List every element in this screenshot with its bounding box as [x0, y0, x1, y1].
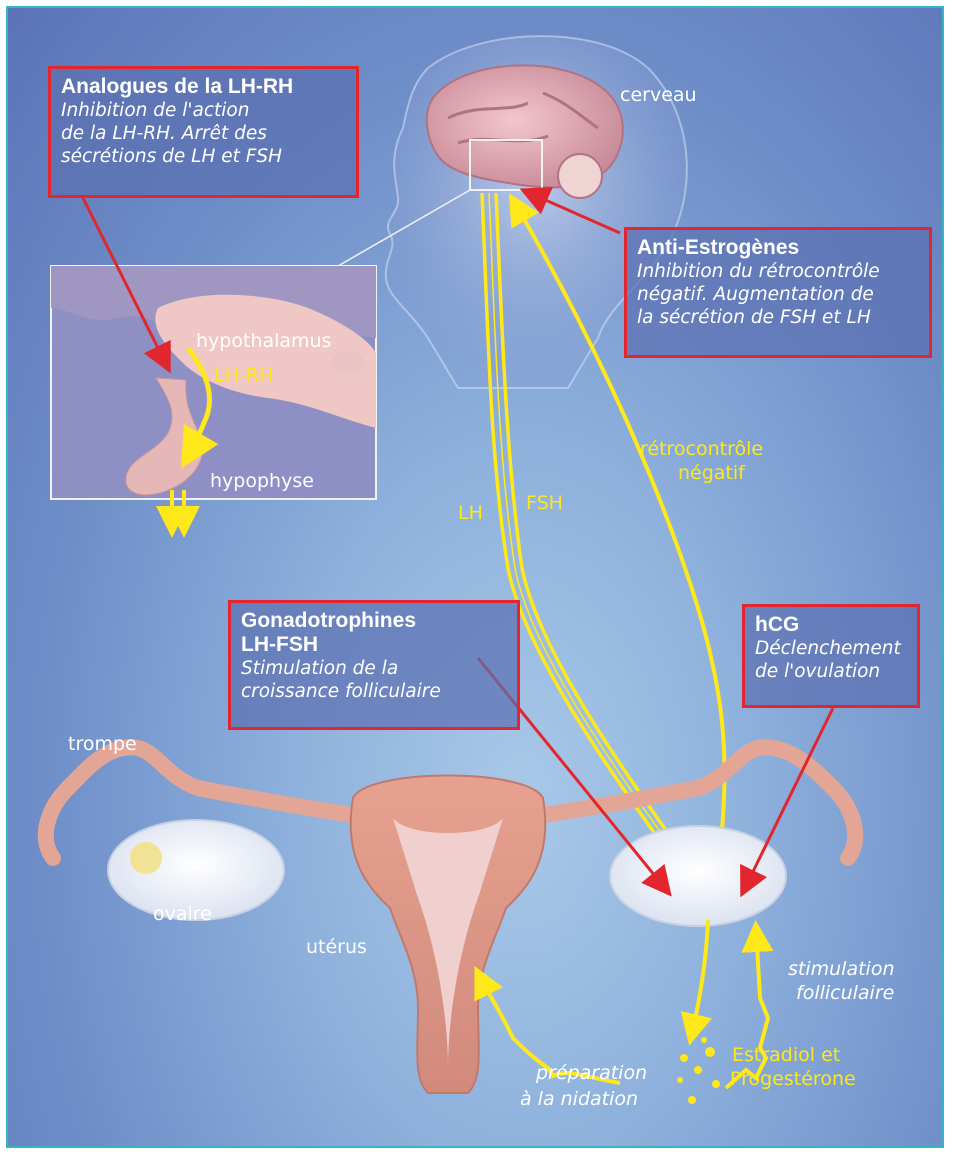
label-hypophyse: hypophyse	[210, 470, 314, 492]
label-cerveau: cerveau	[620, 84, 697, 106]
box-hcg-line-1: Déclenchement	[755, 637, 907, 660]
label-progesterone: Progestérone	[730, 1068, 856, 1090]
arrow-hcg	[743, 708, 833, 892]
label-retrocontrole: rétrocontrôle	[640, 438, 763, 460]
ovary-right	[610, 826, 786, 926]
box-analogues-line-2: de la LH-RH. Arrêt des	[61, 122, 346, 145]
box-analogues-line-3: sécrétions de LH et FSH	[61, 145, 346, 168]
diagram-frame: Analogues de la LH-RH Inhibition de l'ac…	[6, 6, 944, 1148]
box-anti-estrogenes-title: Anti-Estrogènes	[637, 236, 919, 260]
box-gonadotrophines: Gonadotrophines LH-FSH Stimulation de la…	[228, 600, 520, 730]
label-hypothalamus: hypothalamus	[196, 330, 331, 352]
box-hcg-title: hCG	[755, 613, 907, 637]
box-gonadotrophines-line-2: croissance folliculaire	[241, 680, 507, 703]
box-analogues-line-1: Inhibition de l'action	[61, 99, 346, 122]
hormone-dots	[677, 1037, 720, 1104]
label-lh: LH	[458, 502, 483, 524]
box-gonadotrophines-title-1: Gonadotrophines	[241, 609, 507, 633]
box-anti-estrogenes-line-3: la sécrétion de FSH et LH	[637, 306, 919, 329]
label-estradiol: Estradiol et	[732, 1044, 840, 1066]
box-anti-estrogenes-line-2: négatif. Augmentation de	[637, 283, 919, 306]
box-hcg-line-2: de l'ovulation	[755, 660, 907, 683]
label-trompe: trompe	[68, 733, 137, 755]
box-gonadotrophines-line-1: Stimulation de la	[241, 657, 507, 680]
label-lh-rh: LH-RH	[214, 364, 273, 386]
box-anti-estrogenes-line-1: Inhibition du rétrocontrôle	[637, 260, 919, 283]
box-analogues: Analogues de la LH-RH Inhibition de l'ac…	[48, 66, 359, 198]
label-negatif: négatif	[678, 462, 745, 484]
label-fsh: FSH	[526, 492, 563, 514]
label-stimulation: stimulation	[788, 958, 895, 980]
label-uterus: utérus	[306, 936, 367, 958]
box-gonadotrophines-title-2: LH-FSH	[241, 633, 507, 657]
label-preparation: préparation	[536, 1062, 647, 1084]
box-analogues-title: Analogues de la LH-RH	[61, 75, 346, 99]
label-folliculaire: folliculaire	[796, 982, 894, 1004]
label-ovaire: ovaire	[153, 903, 212, 925]
box-anti-estrogenes: Anti-Estrogènes Inhibition du rétrocontr…	[624, 227, 932, 358]
box-hcg: hCG Déclenchement de l'ovulation	[742, 604, 920, 708]
cerebellum	[558, 154, 602, 198]
label-nidation: à la nidation	[520, 1088, 638, 1110]
